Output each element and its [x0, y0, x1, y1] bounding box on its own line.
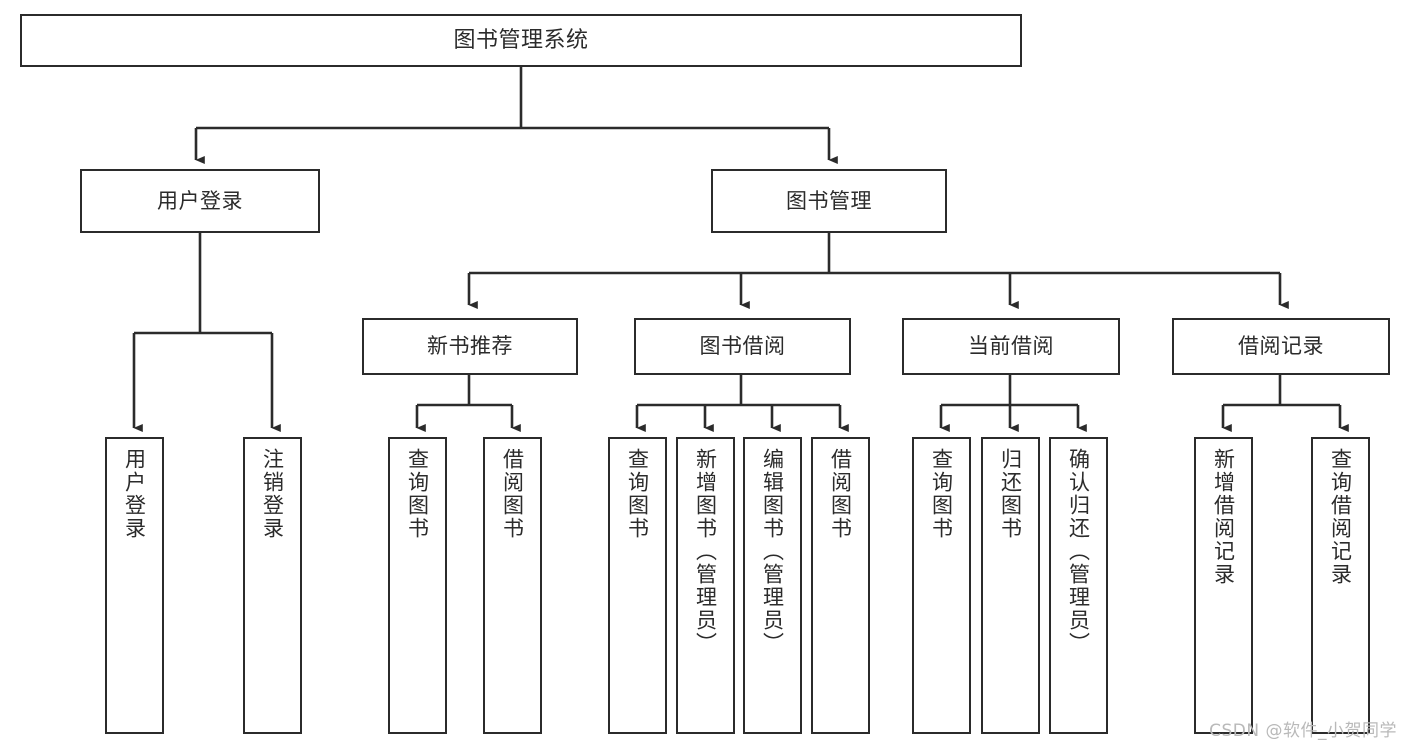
node-leaf-add-book[interactable]: 新增图书（管理员） [676, 437, 735, 734]
node-book-management[interactable]: 图书管理 [711, 169, 947, 233]
edge-new-book-recommend-trunk [417, 375, 512, 407]
node-root-label: 图书管理系统 [453, 27, 589, 53]
node-leaf-borrow-book-1-label: 借阅图书 [500, 448, 525, 540]
edge-book-management-trunk [469, 233, 1280, 275]
node-new-book-recommend-label: 新书推荐 [427, 334, 513, 359]
node-leaf-logout-login-label: 注销登录 [260, 448, 285, 540]
node-root[interactable]: 图书管理系统 [20, 14, 1022, 67]
edge-book-borrow-trunk [637, 375, 840, 407]
node-leaf-logout-login[interactable]: 注销登录 [243, 437, 302, 734]
node-leaf-edit-book[interactable]: 编辑图书（管理员） [743, 437, 802, 734]
node-leaf-query-book-3-label: 查询图书 [929, 448, 954, 540]
node-leaf-query-book-2-label: 查询图书 [625, 448, 650, 540]
node-leaf-confirm-return-label: 确认归还（管理员） [1066, 448, 1091, 655]
node-leaf-add-book-label: 新增图书（管理员） [693, 448, 718, 655]
edge-current-borrow-trunk [941, 375, 1078, 407]
node-leaf-query-book-1[interactable]: 查询图书 [388, 437, 447, 734]
node-leaf-add-record[interactable]: 新增借阅记录 [1194, 437, 1253, 734]
node-leaf-add-record-label: 新增借阅记录 [1211, 448, 1236, 586]
edge-user-login-trunk [134, 233, 272, 335]
node-leaf-borrow-book-2[interactable]: 借阅图书 [811, 437, 870, 734]
node-book-borrow[interactable]: 图书借阅 [634, 318, 851, 375]
node-leaf-edit-book-label: 编辑图书（管理员） [760, 448, 785, 655]
node-leaf-query-record[interactable]: 查询借阅记录 [1311, 437, 1370, 734]
node-leaf-confirm-return[interactable]: 确认归还（管理员） [1049, 437, 1108, 734]
node-leaf-query-book-3[interactable]: 查询图书 [912, 437, 971, 734]
node-leaf-query-book-1-label: 查询图书 [405, 448, 430, 540]
node-current-borrow-label: 当前借阅 [968, 334, 1054, 359]
node-borrow-record[interactable]: 借阅记录 [1172, 318, 1390, 375]
edge-root-trunk [196, 67, 829, 130]
node-borrow-record-label: 借阅记录 [1238, 334, 1324, 359]
node-user-login-label: 用户登录 [157, 188, 243, 213]
node-new-book-recommend[interactable]: 新书推荐 [362, 318, 578, 375]
node-leaf-return-book-label: 归还图书 [998, 448, 1023, 540]
node-leaf-user-login-label: 用户登录 [122, 448, 147, 540]
node-leaf-borrow-book-1[interactable]: 借阅图书 [483, 437, 542, 734]
csdn-watermark: CSDN @软件_小贺同学 [1209, 721, 1397, 741]
node-leaf-borrow-book-2-label: 借阅图书 [828, 448, 853, 540]
node-leaf-return-book[interactable]: 归还图书 [981, 437, 1040, 734]
node-user-login[interactable]: 用户登录 [80, 169, 320, 233]
node-leaf-query-book-2[interactable]: 查询图书 [608, 437, 667, 734]
node-leaf-user-login[interactable]: 用户登录 [105, 437, 164, 734]
node-current-borrow[interactable]: 当前借阅 [902, 318, 1120, 375]
node-book-management-label: 图书管理 [786, 188, 872, 213]
node-book-borrow-label: 图书借阅 [699, 334, 786, 359]
edge-borrow-record-trunk [1223, 375, 1340, 407]
node-leaf-query-record-label: 查询借阅记录 [1328, 448, 1353, 586]
